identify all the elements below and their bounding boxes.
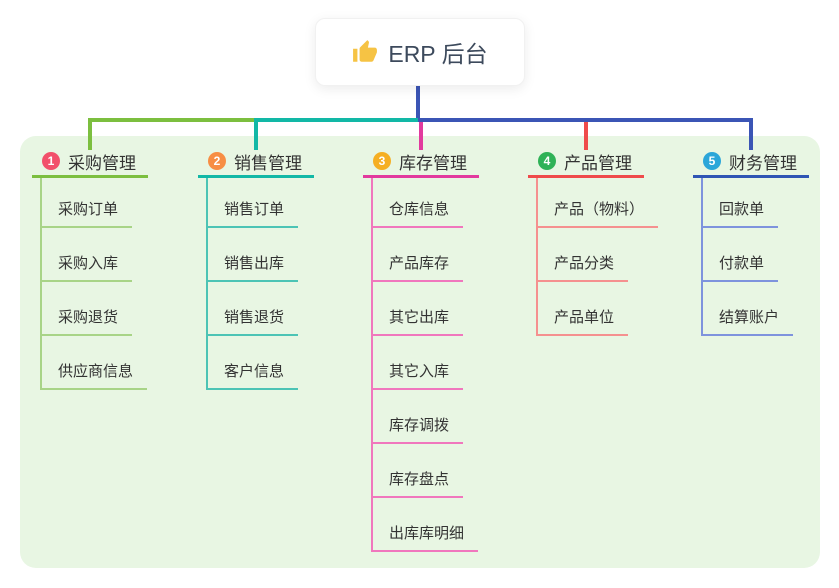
child-node-label[interactable]: 销售退货	[208, 306, 299, 336]
connector-horizontal-green	[88, 118, 256, 122]
branch-finance-label: 财务管理	[729, 153, 797, 173]
child-node: 回款单	[703, 178, 839, 228]
child-node: 采购入库	[42, 228, 192, 282]
branch-sales-label: 销售管理	[234, 153, 302, 173]
badge-2: 2	[208, 152, 226, 170]
branch-inventory-children: 仓库信息 产品库存 其它出库 其它入库 库存调拨 库存盘点 出库库明细	[371, 178, 523, 552]
branch-sales: 2 销售管理 销售订单 销售出库 销售退货 客户信息	[198, 147, 358, 390]
child-node: 付款单	[703, 228, 839, 282]
child-node: 出库库明细	[373, 498, 523, 552]
child-node: 供应商信息	[42, 336, 192, 390]
child-node-label[interactable]: 库存盘点	[373, 468, 464, 498]
branch-finance-children: 回款单 付款单 结算账户	[701, 178, 839, 336]
root-node-erp[interactable]: ERP 后台	[315, 18, 525, 86]
child-node-label[interactable]: 回款单	[703, 198, 779, 228]
child-node: 采购退货	[42, 282, 192, 336]
connector-drop-purchase	[88, 118, 92, 150]
branch-purchase: 1 采购管理 采购订单 采购入库 采购退货 供应商信息	[32, 147, 192, 390]
branch-finance-node[interactable]: 5 财务管理	[693, 147, 809, 178]
child-node: 销售出库	[208, 228, 358, 282]
child-node: 其它入库	[373, 336, 523, 390]
child-node-label[interactable]: 结算账户	[703, 306, 794, 336]
thumbs-up-icon	[353, 40, 378, 62]
child-node-label[interactable]: 产品单位	[538, 306, 629, 336]
child-node: 产品单位	[538, 282, 688, 336]
branch-product-label: 产品管理	[564, 153, 632, 173]
branch-product-children: 产品（物料） 产品分类 产品单位	[536, 178, 688, 336]
child-node-label[interactable]: 其它入库	[373, 360, 464, 390]
branch-purchase-children: 采购订单 采购入库 采购退货 供应商信息	[40, 178, 192, 390]
branch-purchase-label: 采购管理	[68, 153, 136, 173]
connector-drop-inventory	[419, 122, 423, 150]
connector-root-drop	[416, 84, 420, 118]
branch-product-node[interactable]: 4 产品管理	[528, 147, 644, 178]
child-node-label[interactable]: 产品库存	[373, 252, 464, 282]
child-node-label[interactable]: 产品分类	[538, 252, 629, 282]
child-node-label[interactable]: 付款单	[703, 252, 779, 282]
connector-drop-finance	[749, 118, 753, 150]
child-node-label[interactable]: 销售出库	[208, 252, 299, 282]
child-node-label[interactable]: 供应商信息	[42, 360, 148, 390]
child-node: 库存调拨	[373, 390, 523, 444]
branch-sales-children: 销售订单 销售出库 销售退货 客户信息	[206, 178, 358, 390]
badge-4: 4	[538, 152, 556, 170]
child-node: 采购订单	[42, 178, 192, 228]
root-label: ERP 后台	[388, 41, 488, 67]
branch-inventory-node[interactable]: 3 库存管理	[363, 147, 479, 178]
child-node: 客户信息	[208, 336, 358, 390]
branch-inventory-label: 库存管理	[399, 153, 467, 173]
child-node: 销售订单	[208, 178, 358, 228]
child-node-label[interactable]: 产品（物料）	[538, 198, 659, 228]
child-node: 库存盘点	[373, 444, 523, 498]
child-node: 产品（物料）	[538, 178, 688, 228]
child-node: 结算账户	[703, 282, 839, 336]
child-node-label[interactable]: 出库库明细	[373, 522, 479, 552]
branch-product: 4 产品管理 产品（物料） 产品分类 产品单位	[528, 147, 688, 336]
child-node-label[interactable]: 采购退货	[42, 306, 133, 336]
child-node: 仓库信息	[373, 178, 523, 228]
connector-drop-sales	[254, 118, 258, 150]
connector-horizontal-indigo	[418, 118, 753, 122]
child-node: 其它出库	[373, 282, 523, 336]
badge-3: 3	[373, 152, 391, 170]
connector-drop-product	[584, 122, 588, 150]
connector-horizontal-teal	[254, 118, 420, 122]
child-node-label[interactable]: 采购订单	[42, 198, 133, 228]
child-node-label[interactable]: 库存调拨	[373, 414, 464, 444]
branch-finance: 5 财务管理 回款单 付款单 结算账户	[693, 147, 839, 336]
child-node-label[interactable]: 客户信息	[208, 360, 299, 390]
child-node: 产品分类	[538, 228, 688, 282]
badge-1: 1	[42, 152, 60, 170]
branch-sales-node[interactable]: 2 销售管理	[198, 147, 314, 178]
child-node: 产品库存	[373, 228, 523, 282]
child-node-label[interactable]: 销售订单	[208, 198, 299, 228]
branch-purchase-node[interactable]: 1 采购管理	[32, 147, 148, 178]
child-node-label[interactable]: 其它出库	[373, 306, 464, 336]
branch-inventory: 3 库存管理 仓库信息 产品库存 其它出库 其它入库 库存调拨 库存盘点 出库库…	[363, 147, 523, 552]
badge-5: 5	[703, 152, 721, 170]
child-node-label[interactable]: 仓库信息	[373, 198, 464, 228]
child-node: 销售退货	[208, 282, 358, 336]
child-node-label[interactable]: 采购入库	[42, 252, 133, 282]
